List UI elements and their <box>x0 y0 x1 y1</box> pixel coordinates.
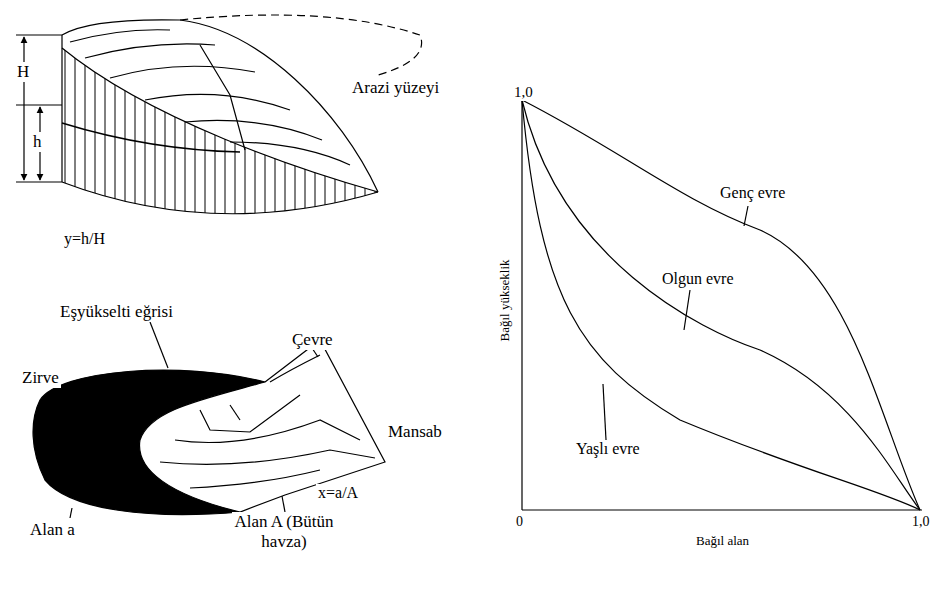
dimension-label: H <box>15 62 31 82</box>
axis-tick: 1,0 <box>910 514 932 530</box>
axis-tick: 0 <box>514 514 525 530</box>
part-label: Arazi yüzeyi <box>350 78 441 98</box>
axis-title: Bağıl yükseklik <box>498 257 513 343</box>
part-label: Alan a <box>28 520 77 540</box>
part-label: Alan A (Bütün havza) <box>232 512 336 551</box>
part-label: Çevre <box>290 330 335 350</box>
formula-label: x=a/A <box>316 484 360 502</box>
axis-title: Bağıl alan <box>694 534 751 549</box>
curve-label: Olgun evre <box>660 270 736 288</box>
curve-label: Yaşlı evre <box>574 440 642 458</box>
formula-label: y=h/H <box>62 230 107 248</box>
part-label: Eşyükselti eğrisi <box>58 302 175 322</box>
hypsometric-chart <box>522 95 922 510</box>
block-diagram <box>16 15 422 214</box>
dimension-label: h <box>31 132 44 152</box>
part-label: Zirve <box>20 368 61 388</box>
part-label: Mansab <box>386 422 444 442</box>
basin-map <box>33 322 385 518</box>
axis-tick: 1,0 <box>512 84 535 101</box>
curve-label: Genç evre <box>718 184 787 202</box>
